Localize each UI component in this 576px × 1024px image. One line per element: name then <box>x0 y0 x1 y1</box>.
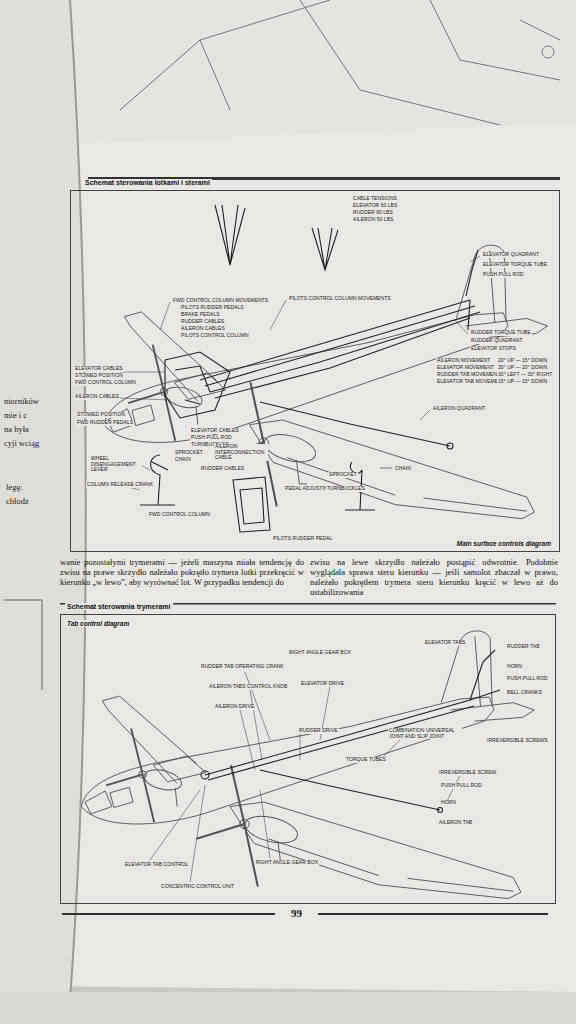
callout-label: CABLE TENSIONS <box>352 196 398 202</box>
callout-label: SPROCKET <box>328 472 358 478</box>
callout-label: RUDDER CABLES <box>180 319 225 325</box>
callout-label: PUSH PULL ROD <box>190 435 233 441</box>
callout-label: AILERON TAB <box>438 820 473 826</box>
callout-label: ELEVATOR MOVEMENT <box>436 365 495 371</box>
callout-label: IRREVERSIBLE SCREWS <box>486 738 549 744</box>
page-fragment: chłodz <box>6 496 29 506</box>
callout-label: ELEVATOR TORQUE TUBE <box>482 262 548 268</box>
callout-label: PILOTS CONTROL COLUMN MOVEMENTS <box>288 296 392 302</box>
diagram-caption: Main surface controls diagram <box>455 540 553 547</box>
callout-label: AILERON MOVEMENT <box>436 358 491 364</box>
callout-label: FWD CONTROL COLUMN <box>148 512 211 518</box>
callout-label: FWD CONTROL COLUMN <box>74 380 137 386</box>
callout-label: 30° UP — 20° DOWN <box>497 365 548 371</box>
callout-label: PUSH PULL ROD <box>482 272 525 278</box>
callout-label: AILERON 50 LBS <box>352 217 394 223</box>
section-title: Schemat sterowania trymerami <box>65 603 173 610</box>
callout-label: CHAIN <box>394 466 412 472</box>
callout-label: ELEVATOR TAB CONTROL <box>124 862 189 868</box>
callout-label: RUDDER TAB MOVEMENT <box>436 372 501 378</box>
callout-label: AILERON QUADRANT <box>432 406 486 412</box>
callout-label: ELEVATOR TAB MOVEMENT <box>436 379 506 385</box>
callout-label: AILERON TABS CONTROL KNOB <box>208 684 288 690</box>
callout-label: RIGHT ANGLE GEAR BOX <box>255 860 319 866</box>
callout-label: PILOTS RUDDER PEDALS <box>180 305 245 311</box>
callout-label: COMBINATION UNIVERSAL JOINT AND SLIP JOI… <box>388 728 462 739</box>
callout-label: PUSH PULL ROD <box>440 783 483 789</box>
callout-label: PILOTS CONTROL COLUMN <box>180 333 250 339</box>
body-text: zwisu na lewe skrzydło należało postąpić… <box>310 557 558 597</box>
callout-label: BELL CRANKS <box>506 690 543 696</box>
page-number: 99 <box>288 907 305 919</box>
callout-label: STOWED POSITION <box>74 373 124 379</box>
page-fragment: na była <box>4 424 29 434</box>
callout-label: RUDDER 60 LBS <box>352 210 394 216</box>
callout-label: 30° LEFT — 30° RIGHT <box>497 372 553 378</box>
callout-label: ELEVATOR TABS <box>424 640 466 646</box>
callout-label: AILERON INTERCONNECTION CABLE <box>214 444 268 461</box>
callout-label: ELEVATOR 60 LBS <box>352 203 398 209</box>
callout-label: RUDDER TAB OPERATING CRANK <box>200 664 285 670</box>
callout-label: AILERON DRIVE <box>214 704 255 710</box>
diagram-caption: Tab control diagram <box>65 620 131 627</box>
callout-label: CONCENTRIC CONTROL UNIT <box>160 884 235 890</box>
callout-label: ELEVATOR DRIVE <box>300 681 345 687</box>
section-title: Schemat sterowania lotkami i sterami <box>83 179 212 186</box>
callout-label: HORN <box>506 664 523 670</box>
callout-label: BRAKE PEDALS <box>180 312 221 318</box>
callout-label: RUDDER DRIVE <box>298 728 339 734</box>
callout-label: AILERON CABLES <box>180 326 226 332</box>
callout-label: ELEVATOR CABLES <box>74 366 124 372</box>
callout-label: IRREVERSIBLE SCREW <box>438 770 497 776</box>
page-fragment: legę: <box>6 482 23 492</box>
callout-label: PILOTS RUDDER PEDAL <box>272 536 333 542</box>
page-fragment: niorników <box>4 396 39 406</box>
callout-label: ELEVATOR QUADRANT <box>482 252 540 258</box>
callout-label: TORQUE TUBES <box>345 757 387 763</box>
callout-label: FWD CONTROL COLUMN MOVEMENTS <box>172 298 269 304</box>
page-fragment: mie i c <box>4 410 27 420</box>
callout-label: COLUMN RELEASE CRANK <box>86 482 154 488</box>
callout-label: 15° UP — 15° DOWN <box>497 379 548 385</box>
callout-label: SPROCKET <box>174 450 204 456</box>
body-text: wanie pozostałymi trymerami — jeżeli mas… <box>60 557 304 587</box>
callout-label: TURNBUCKLES <box>326 486 366 492</box>
page-fragment: cyji wciąg <box>4 438 39 448</box>
callout-label: FWD RUDDER PEDALS <box>76 420 134 426</box>
callout-label: AILERON CABLES <box>74 394 120 400</box>
callout-label: CHAIN <box>174 457 192 463</box>
callout-label: RUDDER TAB <box>506 644 541 650</box>
callout-label: HORN <box>440 800 457 806</box>
callout-label: WHEEL DISENGAGEMENT LEVER <box>90 456 142 473</box>
callout-label: RUDDER TORQUE TUBE <box>470 330 532 336</box>
callout-label: ELEVATOR CABLES <box>190 428 240 434</box>
callout-label: 20° UP — 15° DOWN <box>497 358 548 364</box>
callout-label: RUDDER QUADRANT <box>470 338 524 344</box>
callout-label: PUSH PULL ROD <box>506 676 549 682</box>
callout-label: RIGHT ANGLE GEAR BOX <box>288 650 352 656</box>
callout-label: ELEVATOR STOPS <box>470 346 517 352</box>
callout-label: STOWED POSITION <box>76 412 126 418</box>
diagram-frame: Schemat sterowania lotkami i steramiMain… <box>70 190 560 552</box>
callout-label: RUDDER CABLES <box>200 466 245 472</box>
